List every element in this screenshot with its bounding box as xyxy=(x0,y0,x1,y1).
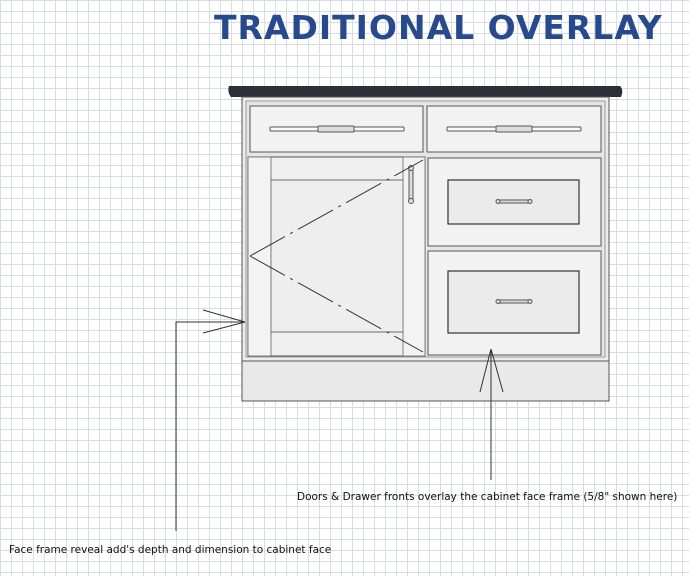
face-frame-leader xyxy=(175,309,246,531)
drawer-middle-right-handle xyxy=(495,199,533,204)
door-left-stile-right xyxy=(402,156,426,357)
diagram-title: TRADITIONAL OVERLAY xyxy=(214,8,663,47)
top-drawer-left-handle xyxy=(269,125,405,133)
cabinet-base xyxy=(241,360,610,402)
door-swing-lines xyxy=(249,159,424,353)
doors-overlay-annotation: Doors & Drawer fronts overlay the cabine… xyxy=(297,491,678,503)
door-left-panel xyxy=(270,179,404,333)
door-pull xyxy=(408,165,414,204)
overlay-leader xyxy=(479,348,504,480)
face-frame-annotation: Face frame reveal add's depth and dimens… xyxy=(9,544,332,556)
top-drawer-right-handle xyxy=(446,125,582,133)
countertop xyxy=(228,86,623,97)
drawer-bottom-right-handle xyxy=(495,299,533,304)
